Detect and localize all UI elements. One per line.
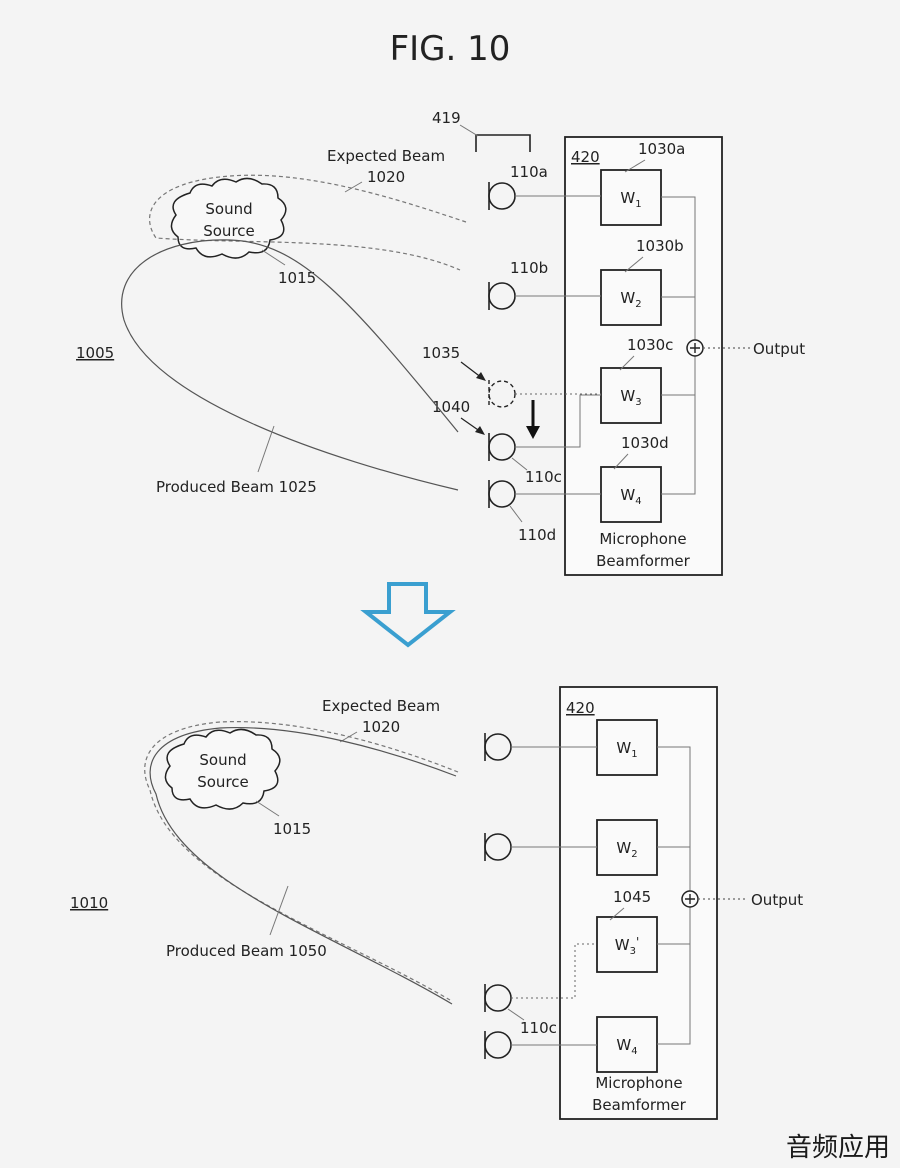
top-mic-c-icon bbox=[488, 433, 516, 461]
top-weight-box-4 bbox=[600, 466, 662, 523]
top-array-ref: 419 bbox=[432, 109, 461, 127]
bottom-sound-source-line-2: Source bbox=[197, 773, 249, 791]
bottom-weight-box-3 bbox=[596, 916, 658, 973]
bottom-expected-beam-label-2: 1020 bbox=[362, 718, 400, 736]
top-mic-dashed-icon bbox=[488, 380, 516, 408]
top-beamformer-ref: 420 bbox=[571, 148, 600, 166]
top-mic-a-label: 110a bbox=[510, 163, 548, 181]
top-weight-box-1 bbox=[600, 169, 662, 226]
top-diagram: 1005 420 Microphone Beamformer W1 W2 W3 … bbox=[76, 109, 805, 576]
bottom-sound-source-cloud-icon bbox=[164, 728, 281, 810]
bottom-mic-b-icon bbox=[484, 833, 512, 861]
bottom-mic-c-icon bbox=[484, 984, 512, 1012]
figure-title: FIG. 10 bbox=[390, 29, 511, 69]
watermark-text: 音频应用 bbox=[786, 1133, 890, 1163]
top-beamformer-label-1: Microphone bbox=[599, 530, 686, 548]
bottom-ref: 1010 bbox=[70, 894, 108, 912]
top-weight-ref-4: 1030d bbox=[621, 434, 669, 452]
bottom-produced-beam-label: Produced Beam 1050 bbox=[166, 942, 327, 960]
bottom-diagram: 1010 420 Microphone Beamformer W1 W2 W3'… bbox=[70, 686, 803, 1120]
top-mic-d-icon bbox=[488, 480, 516, 508]
top-sound-source-line-2: Source bbox=[203, 222, 255, 240]
top-produced-beam-label: Produced Beam 1025 bbox=[156, 478, 317, 496]
top-mic-c-label: 110c bbox=[525, 468, 562, 486]
top-sound-source-line-1: Sound bbox=[205, 200, 252, 218]
transition-down-arrow-icon bbox=[360, 582, 456, 648]
bottom-beamformer-ref: 420 bbox=[566, 699, 595, 717]
bottom-sound-source-line-1: Sound bbox=[199, 751, 246, 769]
bottom-expected-beam-label-1: Expected Beam bbox=[322, 697, 440, 715]
top-mic-b-icon bbox=[488, 282, 516, 310]
top-ref: 1005 bbox=[76, 344, 114, 362]
top-weight-ref-1: 1030a bbox=[638, 140, 685, 158]
top-dashed-mic-ref: 1035 bbox=[422, 344, 460, 362]
bottom-beamformer-label-1: Microphone bbox=[595, 1074, 682, 1092]
bottom-output-label: Output bbox=[751, 891, 803, 909]
bottom-weight-3: W3' bbox=[615, 935, 640, 957]
top-expected-beam-label-2: 1020 bbox=[367, 168, 405, 186]
top-weight-ref-2: 1030b bbox=[636, 237, 684, 255]
top-move-arrow-icon bbox=[526, 400, 540, 439]
bottom-sound-source-ref: 1015 bbox=[273, 820, 311, 838]
bottom-mic-c-label: 110c bbox=[520, 1019, 557, 1037]
top-mic-d-label: 110d bbox=[518, 526, 556, 544]
bottom-weight-ref: 1045 bbox=[613, 888, 651, 906]
top-sound-source-ref: 1015 bbox=[278, 269, 316, 287]
top-expected-beam-label-1: Expected Beam bbox=[327, 147, 445, 165]
bottom-produced-beam bbox=[149, 726, 457, 1005]
top-weight-box-2 bbox=[600, 269, 662, 326]
top-sound-source-cloud-icon bbox=[170, 177, 287, 259]
bottom-mic-a-icon bbox=[484, 733, 512, 761]
top-mic-b-label: 110b bbox=[510, 259, 548, 277]
top-output-label: Output bbox=[753, 340, 805, 358]
bottom-mic-d-icon bbox=[484, 1031, 512, 1059]
top-produced-beam bbox=[121, 239, 459, 491]
top-expected-beam bbox=[148, 174, 467, 271]
top-beamformer-label-2: Beamformer bbox=[596, 552, 691, 570]
top-mic-a-icon bbox=[488, 182, 516, 210]
top-weight-ref-3: 1030c bbox=[627, 336, 673, 354]
bottom-beamformer-label-2: Beamformer bbox=[592, 1096, 687, 1114]
bottom-expected-beam bbox=[144, 721, 459, 1001]
